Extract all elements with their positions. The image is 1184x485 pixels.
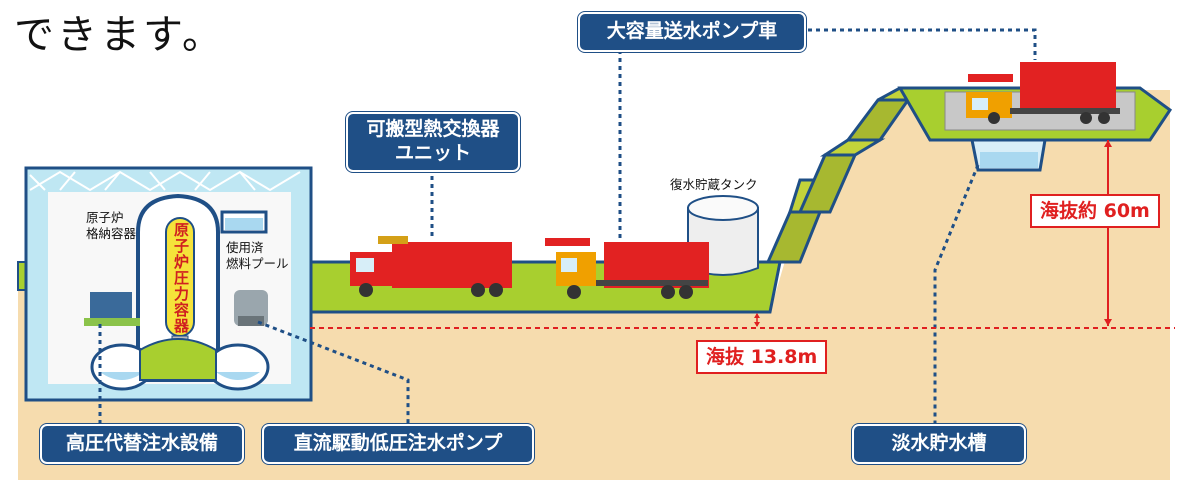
hp-injection-equipment — [84, 292, 140, 326]
pump-truck-label: 大容量送水ポンプ車 — [606, 20, 778, 43]
freshwater-tank-water — [980, 152, 1038, 168]
spent-fuel-label: 使用済 燃料プール — [226, 240, 289, 271]
altitude-markers — [310, 140, 1175, 329]
pump-truck-upper — [966, 62, 1120, 124]
containment-line2: 格納容器 — [86, 225, 137, 241]
dc-pump-tag: 直流駆動低圧注水ポンプ — [262, 424, 534, 464]
freshwater-tank-label: 淡水貯水槽 — [891, 432, 987, 455]
hx-unit-tag: 可搬型熱交換器 ユニット — [346, 112, 520, 172]
containment-label: 原子炉 格納容器 — [86, 210, 136, 241]
reactor-building — [24, 166, 313, 402]
containment-line1: 原子炉 — [86, 210, 124, 225]
spent-fuel-line2: 燃料プール — [226, 255, 289, 271]
hx-unit-line2: ユニット — [394, 142, 471, 164]
dc-pump-equipment — [234, 290, 268, 326]
altitude-high-label: 海抜約 60m — [1030, 194, 1160, 228]
dc-pump-label: 直流駆動低圧注水ポンプ — [293, 432, 503, 455]
rpv-label: 原子炉圧力容器 — [172, 222, 190, 334]
hp-injection-label: 高圧代替注水設備 — [65, 432, 218, 455]
hp-injection-tag: 高圧代替注水設備 — [40, 424, 244, 464]
spent-fuel-line1: 使用済 — [226, 240, 264, 255]
hx-unit-line1: 可搬型熱交換器 — [366, 118, 500, 141]
pump-truck-tag: 大容量送水ポンプ車 — [578, 12, 806, 52]
condensate-tank-label: 復水貯蔵タンク — [670, 177, 758, 192]
hx-truck — [350, 236, 512, 297]
leader-lines — [98, 28, 1037, 424]
altitude-low-label: 海抜 13.8m — [696, 340, 828, 374]
freshwater-tank-tag: 淡水貯水槽 — [852, 424, 1026, 464]
pump-truck-lower — [545, 238, 709, 299]
page-heading: できます。 — [14, 12, 225, 58]
